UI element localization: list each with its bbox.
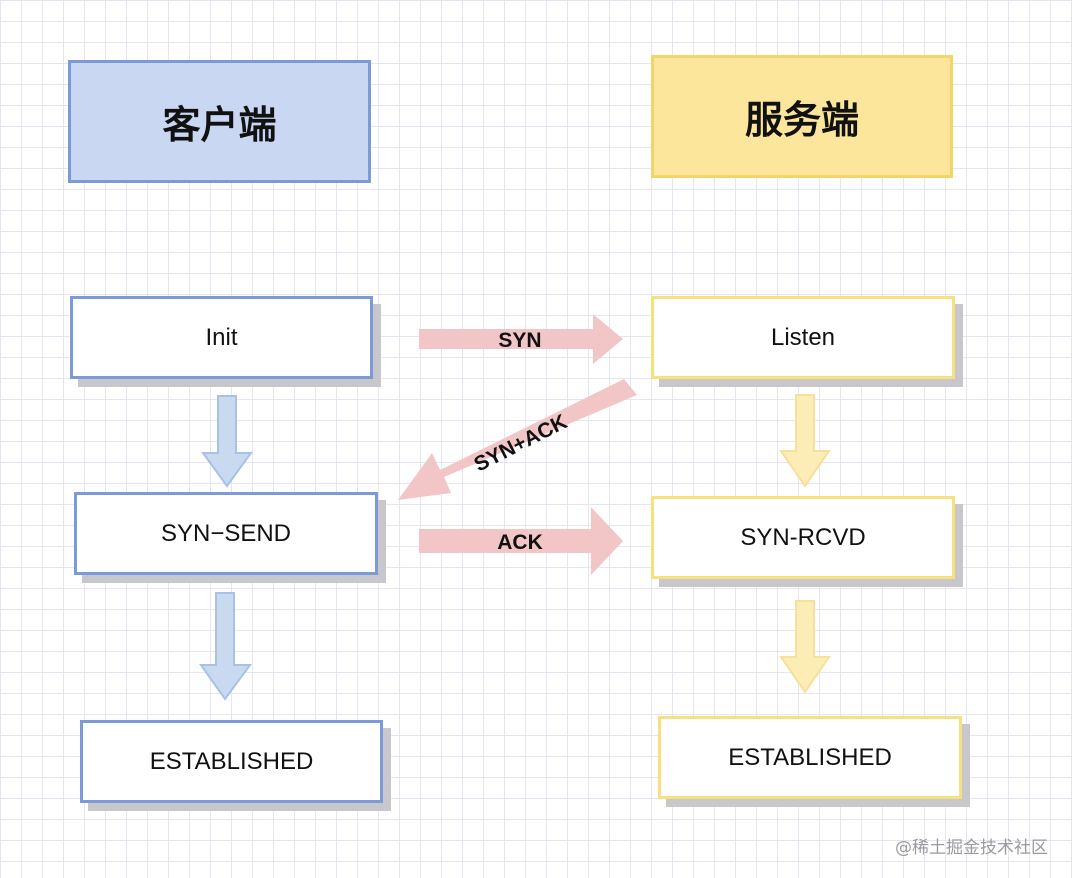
- client-state-label: Init: [205, 323, 238, 351]
- server-state-established: ESTABLISHED: [658, 716, 962, 799]
- server-state-syn-rcvd: SYN-RCVD: [651, 496, 955, 579]
- client-header: 客户端: [68, 60, 371, 183]
- client-state-label: SYN−SEND: [160, 519, 292, 547]
- server-state-label: ESTABLISHED: [728, 743, 892, 771]
- watermark: @稀土掘金技术社区: [895, 838, 1048, 858]
- server-state-label: Listen: [770, 323, 836, 351]
- server-state-label: SYN-RCVD: [740, 523, 866, 551]
- server-state-listen: Listen: [651, 296, 955, 379]
- syn-ack-message-label: SYN+ACK: [470, 410, 570, 476]
- syn-message-label: SYN: [498, 329, 541, 352]
- ack-message-label: ACK: [497, 531, 543, 554]
- client-state-syn-send: SYN−SEND: [74, 492, 378, 575]
- client-state-init: Init: [70, 296, 373, 379]
- client-header-label: 客户端: [162, 103, 277, 147]
- client-transition-arrow-2: [199, 592, 252, 701]
- ack-message-arrow: [419, 507, 623, 575]
- client-state-established: ESTABLISHED: [80, 720, 383, 803]
- server-transition-arrow-1: [779, 394, 831, 488]
- server-header: 服务端: [651, 55, 953, 178]
- syn-message-arrow: [419, 314, 623, 364]
- syn-ack-message-arrow: [398, 379, 637, 500]
- server-transition-arrow-2: [779, 600, 831, 694]
- server-header-label: 服务端: [744, 98, 859, 142]
- client-state-label: ESTABLISHED: [149, 747, 314, 775]
- client-transition-arrow-1: [201, 395, 253, 488]
